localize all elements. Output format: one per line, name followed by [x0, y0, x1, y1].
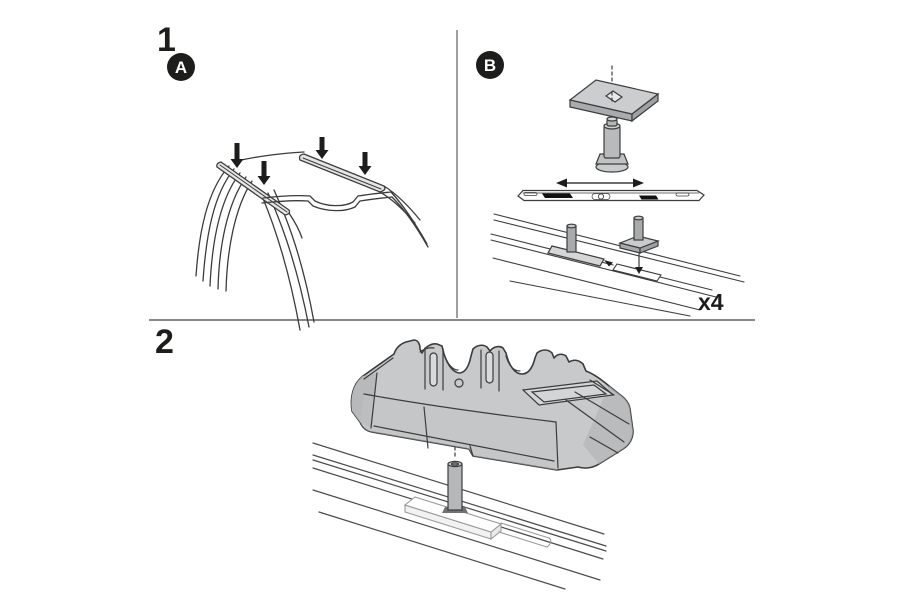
- adapter-plate: [568, 79, 660, 123]
- rail-channel: [490, 213, 745, 317]
- threaded-stud: [442, 460, 468, 513]
- down-arrow-icon: [257, 161, 271, 185]
- section-b-badge: B: [476, 51, 504, 79]
- channel-slot: [612, 263, 662, 282]
- insert-arrow-icon: [635, 267, 643, 274]
- mounting-foot: [350, 339, 634, 471]
- plate-assembly-inserting: [618, 215, 660, 274]
- quantity-label: x4: [698, 289, 724, 315]
- step1-section-b-exploded-view: [490, 65, 745, 317]
- roof-rail-left: [216, 161, 291, 216]
- step2-illustration: [312, 339, 634, 590]
- base-plate: [403, 496, 552, 548]
- car-roof-back-edge: [236, 151, 305, 162]
- down-arrow-icon: [315, 137, 329, 159]
- step2-number: 2: [155, 323, 174, 361]
- roof-rail-right: [298, 153, 421, 224]
- plate-assembly-inserted: [547, 223, 613, 267]
- double-arrow-icon: [556, 178, 644, 188]
- car-a-pillar-left: [195, 165, 253, 292]
- bolt: [595, 116, 629, 173]
- down-arrow-icon: [358, 152, 372, 175]
- step1-number: 1: [157, 21, 176, 59]
- down-arrow-icon: [230, 143, 244, 168]
- step1-section-a-car-illustration: [195, 137, 429, 331]
- car-windshield-top-edge: [261, 191, 393, 212]
- section-a-badge: A: [167, 53, 195, 81]
- car-a-pillar-right: [390, 191, 429, 248]
- crossbar-strip: [517, 189, 705, 202]
- mounting-point-arrows: [230, 137, 372, 185]
